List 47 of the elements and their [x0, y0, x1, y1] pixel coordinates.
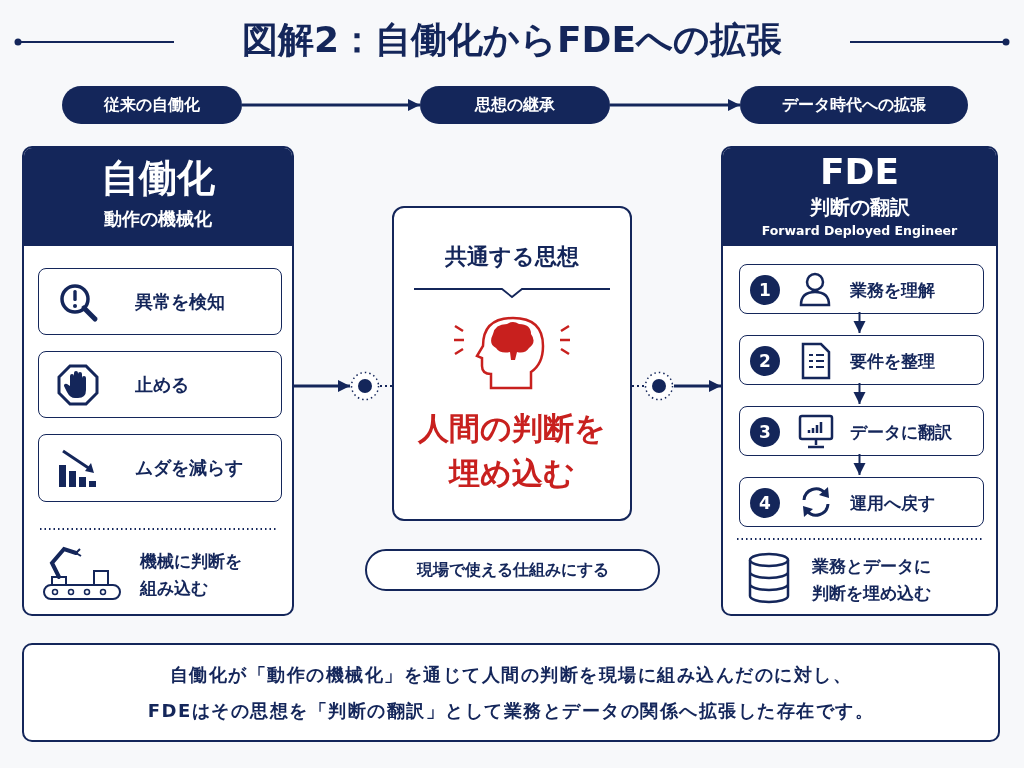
arrow	[853, 382, 866, 405]
step-box	[739, 335, 984, 385]
connector-dot	[644, 371, 674, 401]
item-box	[38, 434, 282, 502]
panel-title: FDE	[818, 150, 901, 194]
key-message: 人間の判断を埋め込む	[416, 409, 607, 493]
panel	[721, 146, 998, 616]
item-box	[38, 268, 282, 335]
item-label: 止める	[135, 372, 189, 397]
note-text: 業務とデータに判断を埋め込む	[812, 555, 932, 605]
panel-subtitle: 判断の翻訳	[808, 194, 911, 220]
step-number: 4	[750, 488, 780, 518]
step-box	[739, 477, 984, 527]
note-pill: 現場で使える仕組みにする	[365, 549, 660, 591]
panel	[22, 146, 294, 616]
step-box	[739, 264, 984, 314]
concept-heading: 共通する思想	[443, 243, 580, 271]
step-label: 業務を理解	[850, 279, 935, 302]
arrow	[853, 453, 866, 476]
arrow	[610, 99, 740, 111]
note-text: 機械に判断を組み込む	[140, 550, 243, 600]
connector-dot	[350, 371, 380, 401]
concept-box	[392, 206, 632, 521]
summary-box: 自働化が「動作の機械化」を通じて人間の判断を現場に組み込んだのに対し、FDEはその思想を「判断の翻訳」として業務とデータの関係へ拡張した存在です。	[22, 643, 1000, 742]
item-label: 異常を検知	[135, 289, 225, 314]
dotted-connector	[631, 385, 645, 387]
panel-subtitle: 動作の機械化	[103, 207, 213, 231]
item-box	[38, 351, 282, 418]
step-number: 2	[750, 346, 780, 376]
step-label: データに翻訳	[850, 421, 952, 444]
step-label: 運用へ戻す	[850, 492, 935, 515]
panel-caption: Forward Deployed Engineer	[760, 222, 959, 240]
stage-pill: データ時代への拡張	[740, 86, 968, 124]
step-label: 要件を整理	[850, 350, 935, 373]
stage-pill: 思想の継承	[420, 86, 610, 124]
step-box	[739, 406, 984, 456]
dotted-connector	[379, 385, 393, 387]
item-label: ムダを減らす	[135, 456, 243, 480]
title: 図解2：自働化からFDEへの拡張	[240, 18, 784, 62]
panel-title: 自働化	[100, 156, 216, 200]
arrow	[674, 380, 721, 392]
step-number: 1	[750, 275, 780, 305]
stage-pill: 従来の自働化	[62, 86, 242, 124]
arrow	[242, 99, 420, 111]
arrow	[853, 311, 866, 334]
arrow	[294, 380, 350, 392]
step-number: 3	[750, 417, 780, 447]
